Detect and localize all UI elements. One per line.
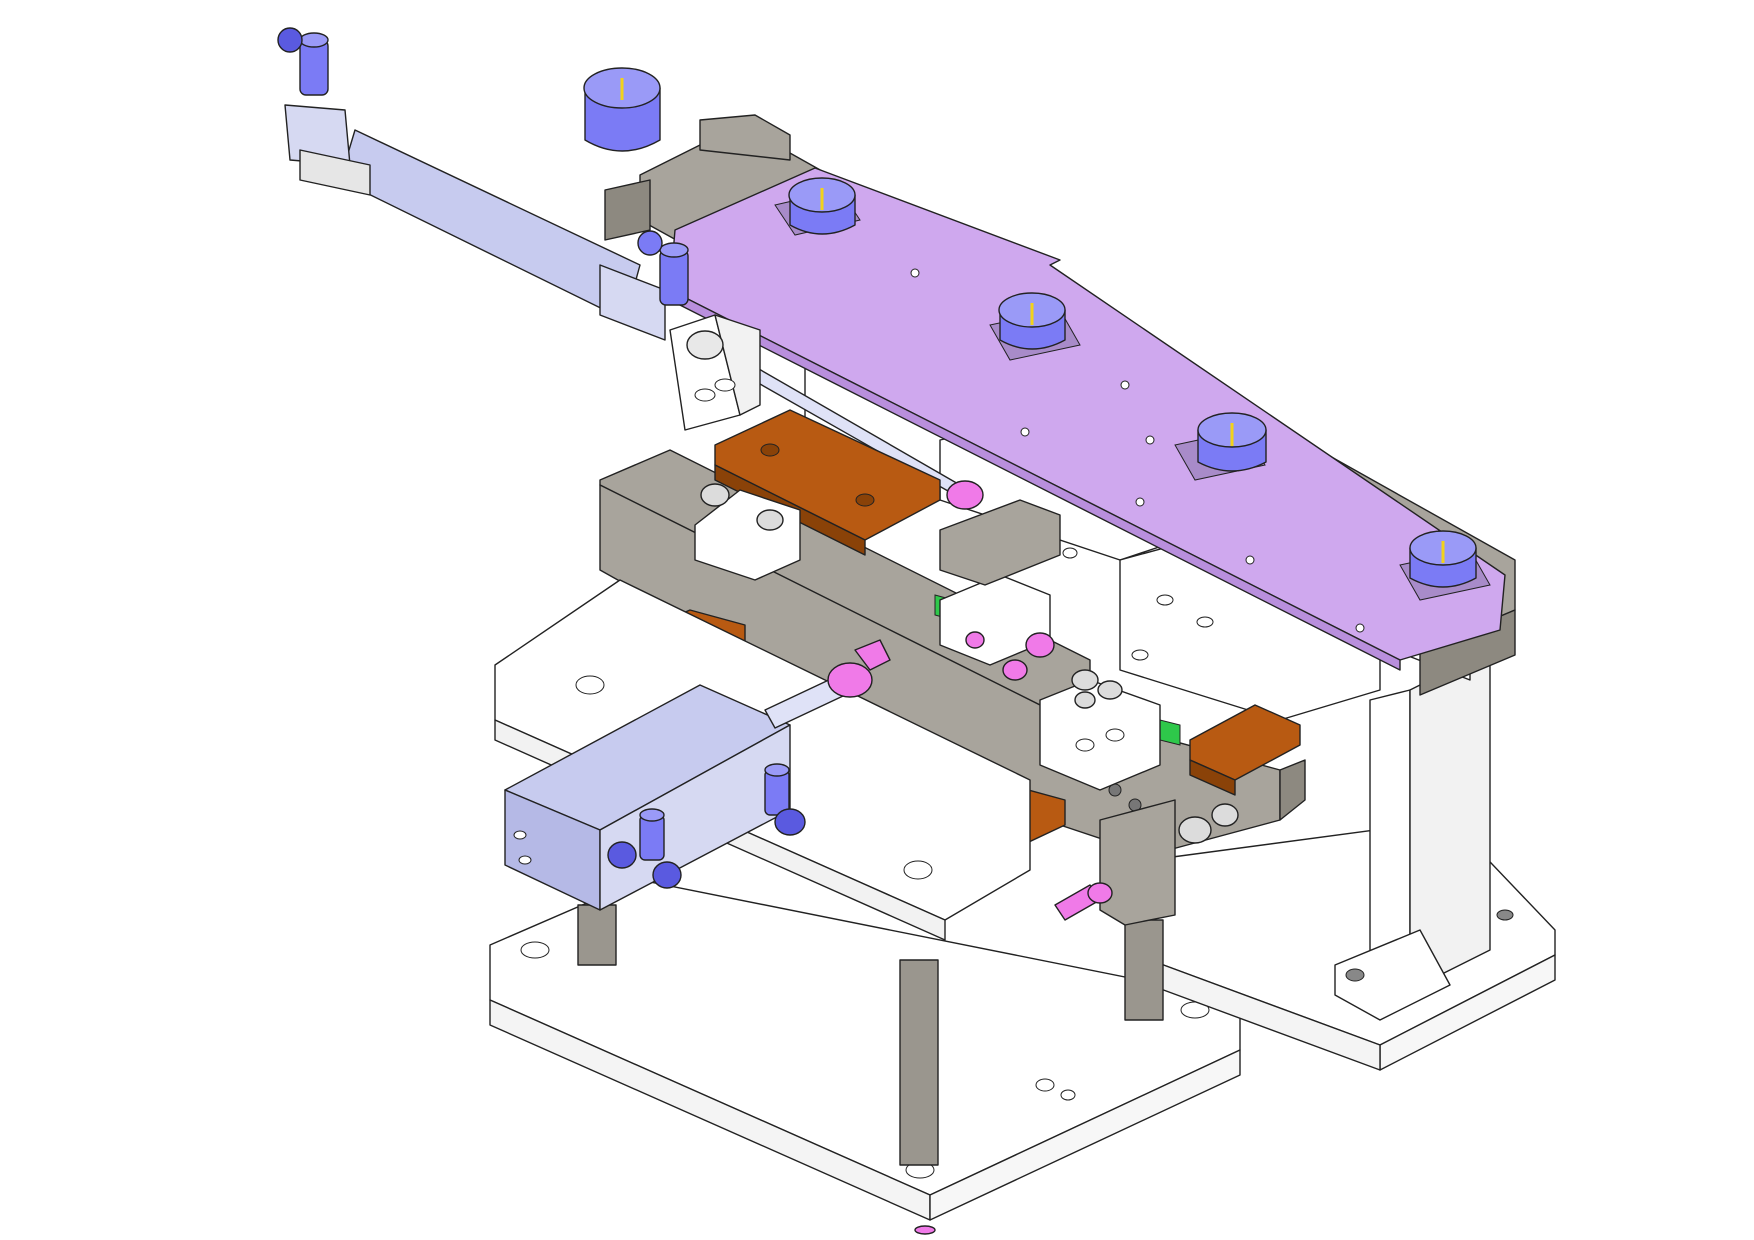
hex-nut <box>700 483 730 507</box>
bracket-hole <box>694 388 716 402</box>
air-fitting-short-2 <box>607 808 682 889</box>
pillar-foot <box>1334 929 1451 1021</box>
block-hole <box>1156 594 1174 606</box>
support-pillar-right <box>1334 649 1514 1021</box>
cylinder-barrel <box>339 129 641 321</box>
base-plate-left-front <box>929 1049 1241 1221</box>
block-hole <box>1131 649 1149 661</box>
bracket-hole <box>1105 728 1125 742</box>
copper-slide-right <box>1189 704 1301 796</box>
workpiece-cup-4 <box>1409 530 1477 588</box>
support-posts <box>577 799 1176 1166</box>
workpiece-cup-1 <box>788 177 856 235</box>
hex-nut <box>756 509 784 531</box>
hardware <box>700 483 1239 844</box>
workpiece-cups <box>583 67 1477 588</box>
magenta-base-mark <box>914 1225 936 1235</box>
air-fitting-side <box>637 230 663 256</box>
cylinder-end-cap <box>599 264 666 341</box>
pillar-bolt <box>1345 968 1365 982</box>
hex-nut <box>1071 669 1099 691</box>
plate-hole <box>1245 555 1255 565</box>
cylinder-mount-bracket <box>669 314 761 431</box>
air-fitting-front-cyl <box>659 242 689 306</box>
base-plate-left <box>489 879 1241 1221</box>
air-fittings <box>277 27 806 889</box>
magenta-parts <box>827 480 1113 1235</box>
plate-hole <box>910 268 920 278</box>
frame-hole <box>575 675 605 695</box>
hex-nut <box>1178 816 1212 844</box>
block-hole <box>1062 547 1078 559</box>
pillar-bolt <box>1496 909 1514 921</box>
plate-hole <box>1120 380 1130 390</box>
support-post <box>1124 919 1164 1021</box>
workpiece-cup-3 <box>1197 412 1267 472</box>
beam-end <box>1279 759 1306 821</box>
air-fitting-rear <box>277 27 329 96</box>
magenta-nut <box>965 631 985 649</box>
air-fitting-short-1 <box>764 763 806 836</box>
bracket-hole <box>714 378 736 392</box>
cyl-port <box>518 855 532 865</box>
bracket-hole <box>1075 738 1095 752</box>
plate-hole <box>1145 435 1155 445</box>
magenta-clevis <box>854 639 891 671</box>
grey-rail-step <box>699 114 791 161</box>
long-air-cylinder <box>284 104 961 496</box>
cyl-port <box>513 830 527 840</box>
base-hole <box>1035 1078 1055 1092</box>
grey-block <box>939 499 1061 586</box>
magenta-nut <box>1025 632 1055 658</box>
mount-nut <box>686 330 724 360</box>
cylinder-rear-block <box>299 149 371 196</box>
plate-hole <box>1020 427 1030 437</box>
support-post <box>577 904 617 966</box>
grey-rail-front <box>604 179 651 241</box>
plate-hole <box>1355 623 1365 633</box>
magenta-stop-cap <box>1087 882 1113 904</box>
plate-hole <box>1135 497 1145 507</box>
magenta-nut <box>946 480 984 510</box>
magenta-nut <box>827 662 873 698</box>
block-hole <box>1196 616 1214 628</box>
hex-nut <box>1074 691 1096 709</box>
hex-nut <box>1097 680 1123 700</box>
support-post <box>899 959 939 1166</box>
post-bracket <box>1099 799 1176 926</box>
base-hole <box>520 941 550 959</box>
workpiece-cup-loose <box>583 67 661 152</box>
workpiece-cup-2 <box>998 292 1066 350</box>
base-hole <box>1060 1089 1076 1101</box>
hex-nut <box>1211 803 1239 827</box>
frame-hole <box>903 860 933 880</box>
magenta-nut <box>1002 659 1028 681</box>
